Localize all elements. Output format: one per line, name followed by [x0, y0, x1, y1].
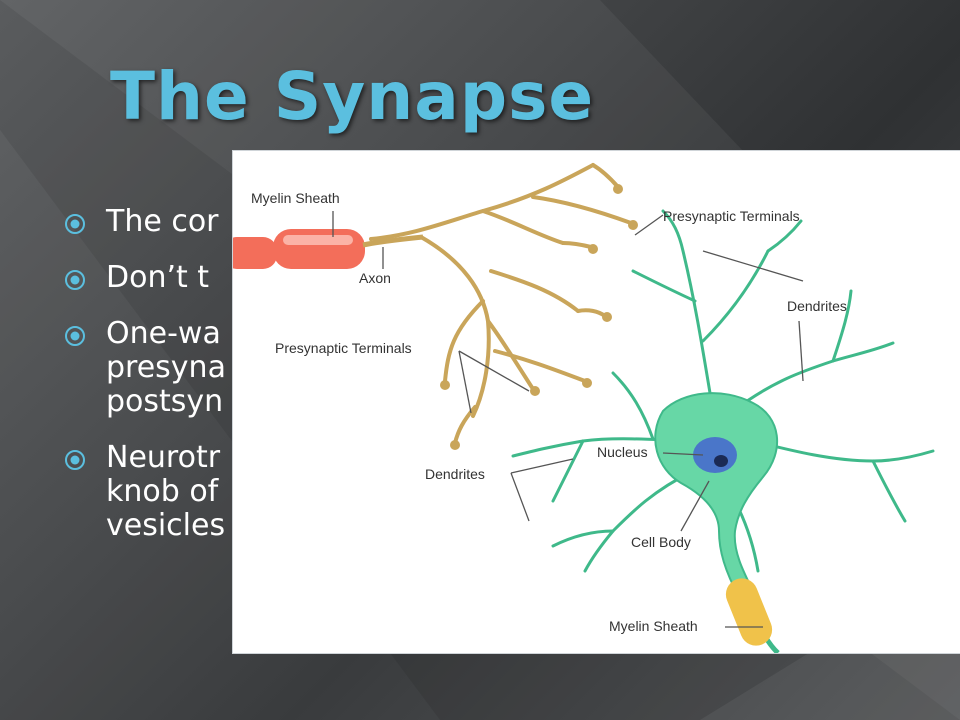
- bullet-text: One-wa: [106, 316, 221, 351]
- myelin-sheath-top-label: Myelin Sheath: [251, 190, 340, 206]
- bullet-text: knob of: [106, 474, 219, 509]
- myelin-sheath-bottom: [725, 578, 773, 646]
- bullet-item: The cor: [64, 205, 624, 239]
- presynaptic-terminals-top-label: Presynaptic Terminals: [663, 208, 800, 224]
- bullet-item: Neurotr knob of vesicles: [64, 441, 624, 543]
- bullet-item: One-wa presyna postsyn: [64, 317, 624, 419]
- myelin-sheath-top: [233, 229, 424, 269]
- bullet-list: The cor Don’t t One-wa presyna postsyn N…: [64, 205, 624, 565]
- axon-label: Axon: [359, 270, 391, 286]
- cell-body-label: Cell Body: [631, 534, 691, 550]
- bullet-text: Neurotr: [106, 440, 221, 475]
- bullet-text: Don’t t: [106, 260, 210, 295]
- terminal-knobs: [440, 184, 638, 450]
- slide-title: The Synapse: [110, 58, 595, 135]
- bullet-text: The cor: [106, 204, 219, 239]
- dendrites-left-label: Dendrites: [425, 466, 485, 482]
- axon-branches: [369, 163, 633, 445]
- target-bullet-icon: [65, 270, 85, 290]
- neuron-diagram: Myelin Sheath Axon Presynaptic Terminals…: [232, 150, 960, 654]
- target-bullet-icon: [65, 450, 85, 470]
- bullet-text: postsyn: [106, 384, 224, 419]
- presynaptic-terminals-left-label: Presynaptic Terminals: [275, 340, 412, 356]
- myelin-sheath-bottom-label: Myelin Sheath: [609, 618, 698, 634]
- label-leaders: [332, 211, 804, 628]
- bullet-text: presyna: [106, 350, 226, 385]
- bullet-text: vesicles: [106, 508, 226, 543]
- nucleolus-shape: [714, 455, 728, 467]
- target-bullet-icon: [65, 214, 85, 234]
- bullet-item: Don’t t: [64, 261, 624, 295]
- dendrites-right-label: Dendrites: [787, 298, 847, 314]
- nucleus-label: Nucleus: [597, 444, 648, 460]
- target-bullet-icon: [65, 326, 85, 346]
- neuron-illustration: Myelin Sheath Axon Presynaptic Terminals…: [233, 163, 935, 653]
- cell-body: [654, 392, 779, 599]
